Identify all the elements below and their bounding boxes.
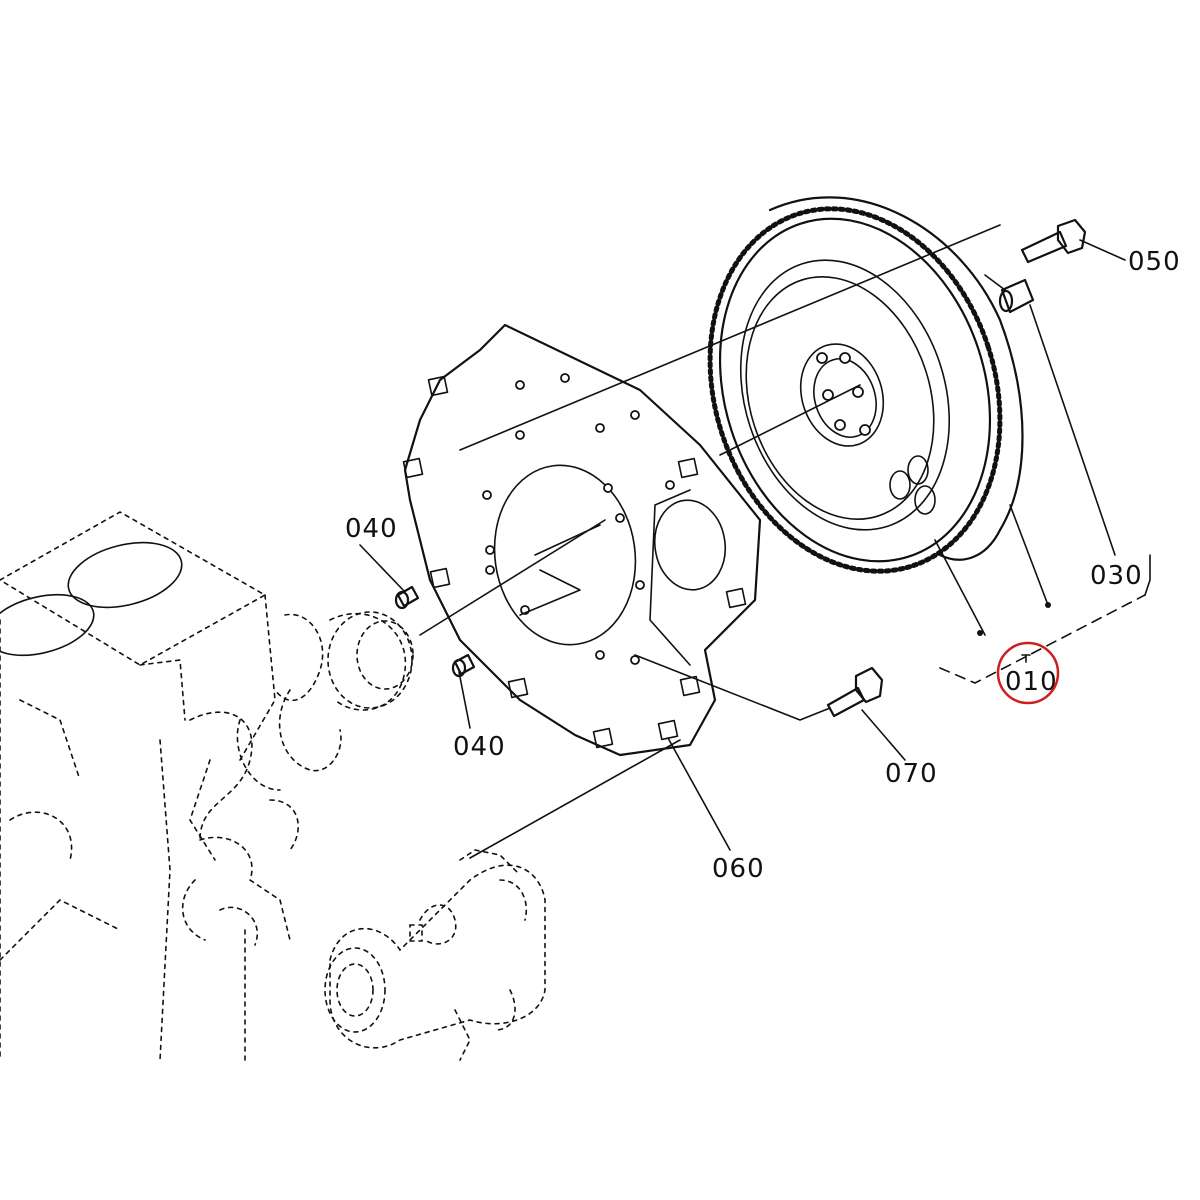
label-040-upper: 040 bbox=[345, 514, 398, 544]
engine-block bbox=[0, 511, 414, 1061]
label-070: 070 bbox=[885, 759, 938, 789]
plate-bolt bbox=[826, 666, 884, 718]
flywheel-housing-plate bbox=[402, 323, 762, 757]
starter-motor bbox=[324, 849, 546, 1061]
flywheel-bolt bbox=[1020, 218, 1087, 264]
label-010: 010 bbox=[1005, 667, 1058, 697]
dowel-pin-lower bbox=[451, 653, 476, 678]
label-030: 030 bbox=[1090, 561, 1143, 591]
label-050: 050 bbox=[1128, 247, 1181, 277]
label-040-lower: 040 bbox=[453, 732, 506, 762]
dowel-pin-upper bbox=[394, 585, 420, 610]
label-010-tick bbox=[1021, 654, 1031, 663]
flywheel-dowel-collar bbox=[998, 278, 1035, 314]
highlight-circle[interactable] bbox=[996, 641, 1060, 705]
flywheel-assembly bbox=[707, 196, 1024, 574]
leader-lines bbox=[359, 224, 1151, 859]
label-060: 060 bbox=[712, 854, 765, 884]
